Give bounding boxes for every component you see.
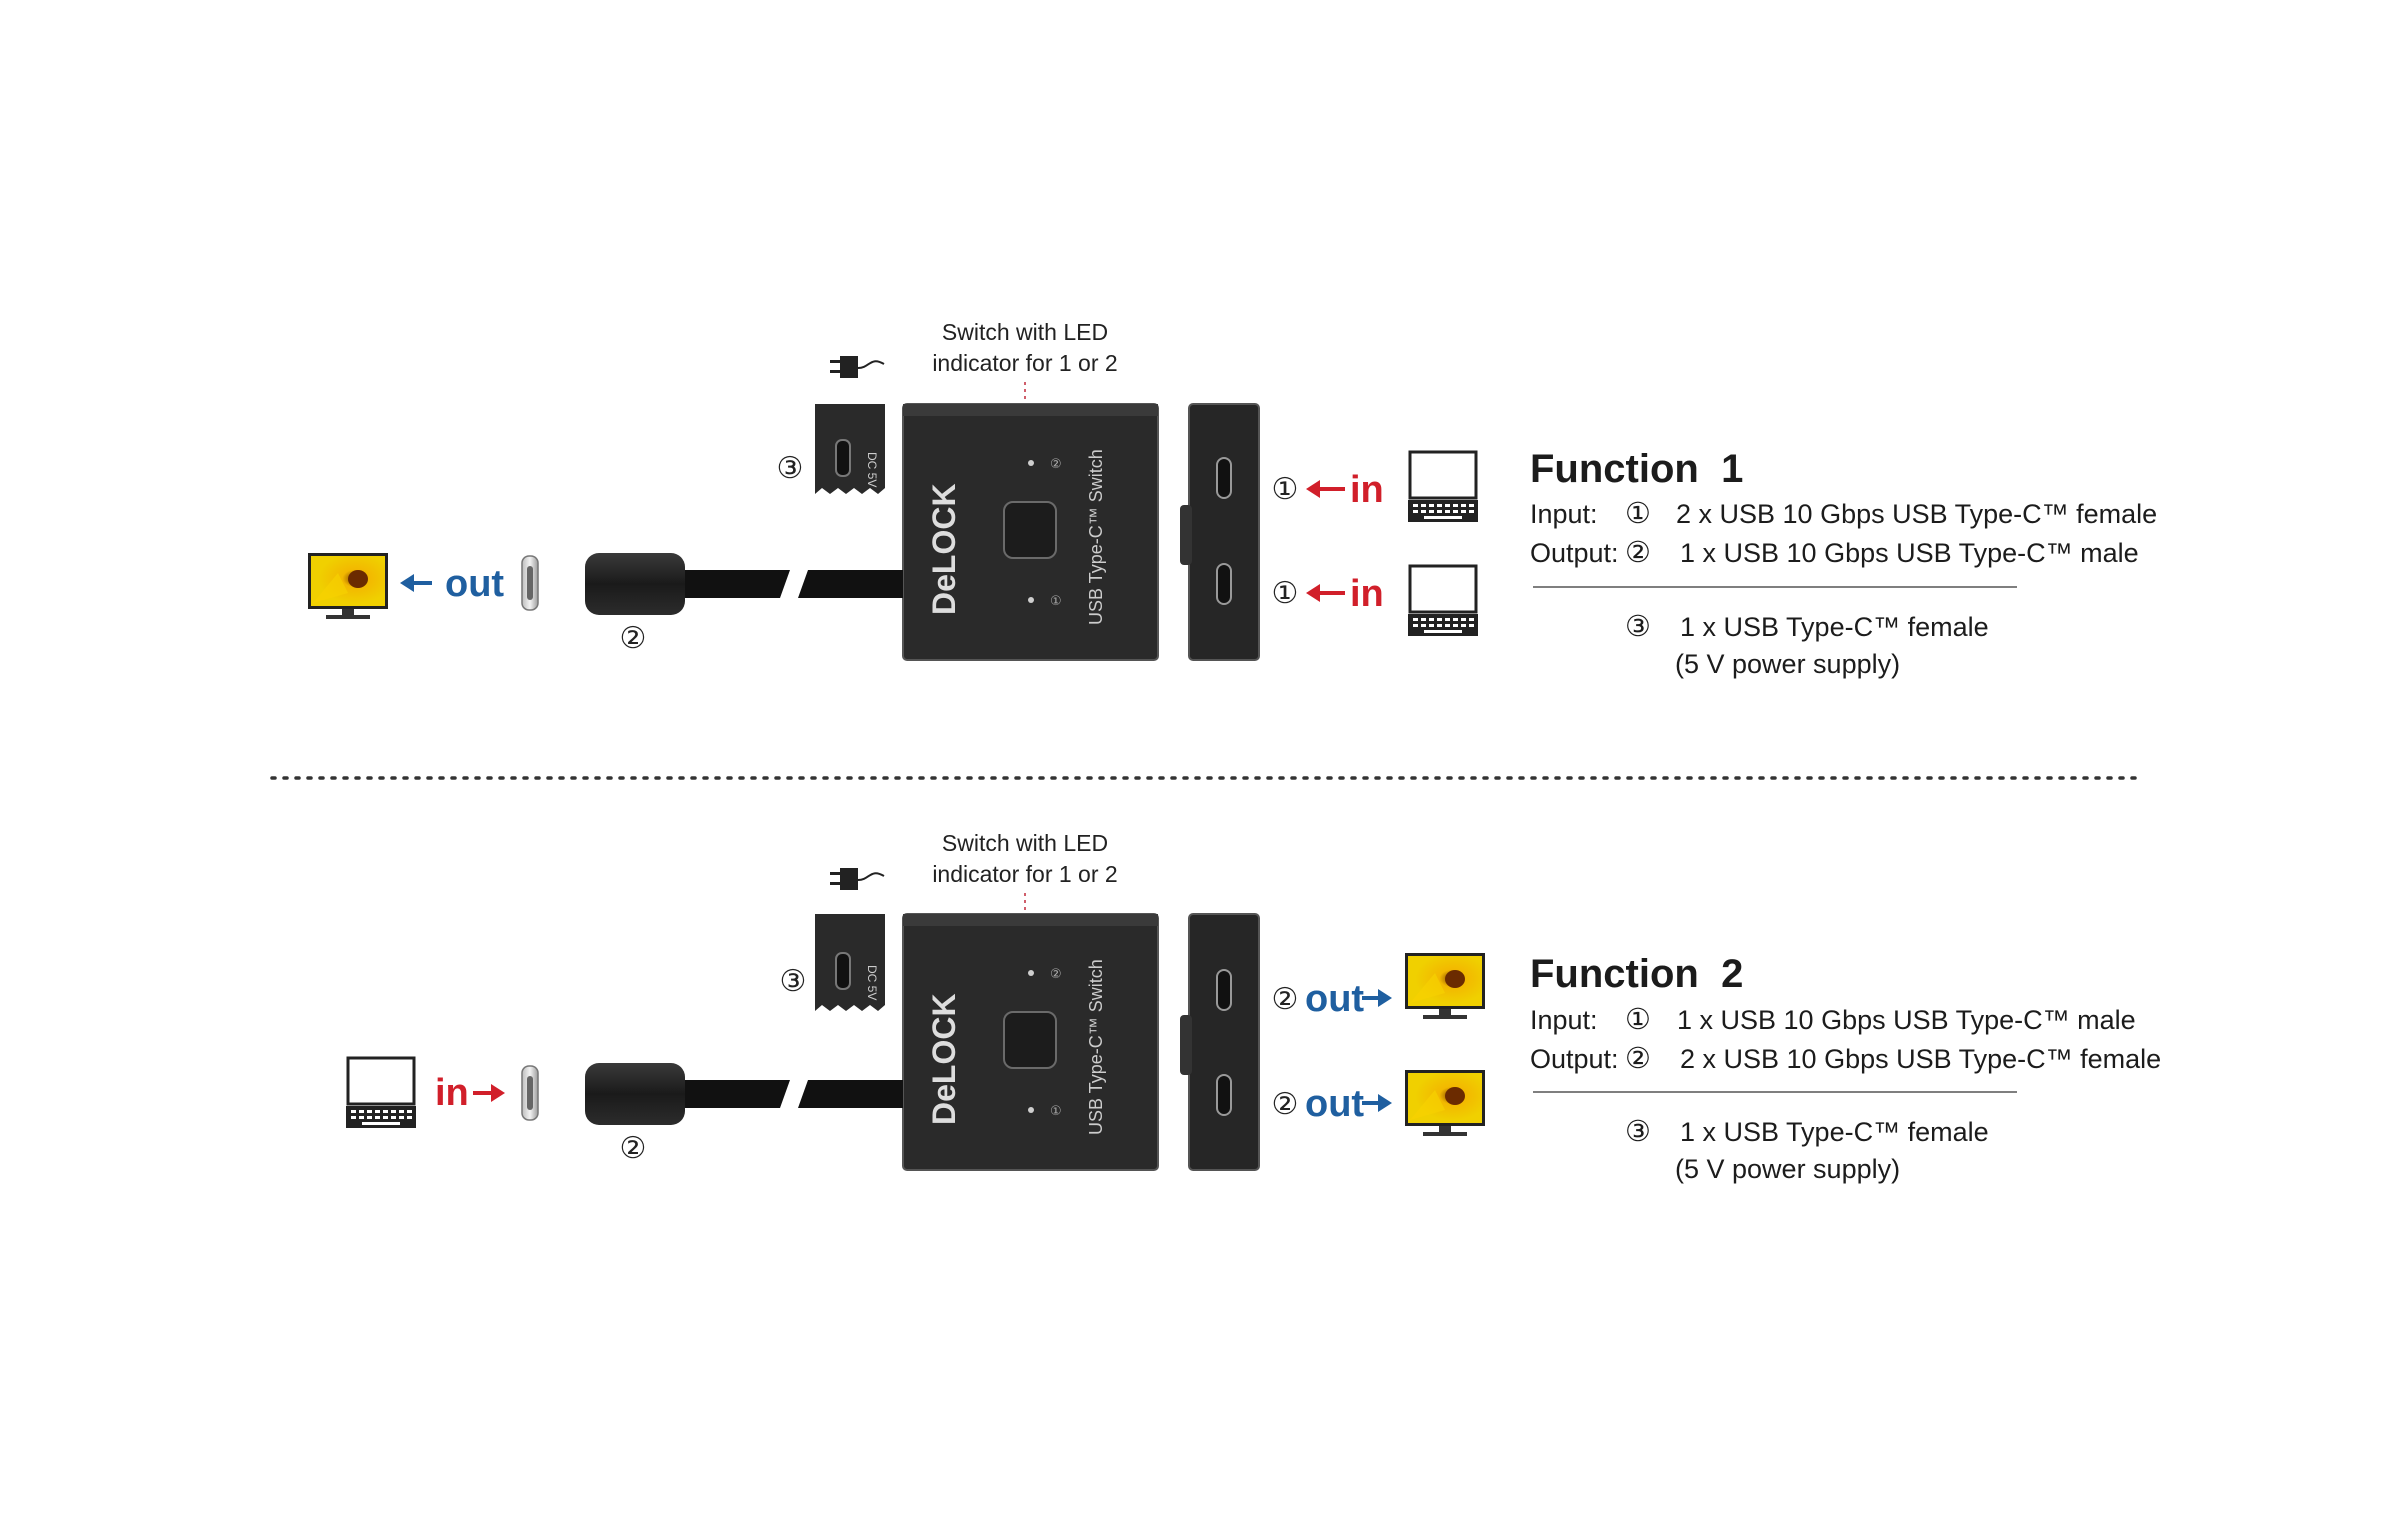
arrow-in-top [1306,480,1345,498]
usb-c-cable [521,1063,903,1125]
arrow-left-out [400,574,432,592]
function1-input-circle: ① [1625,498,1651,530]
circle3-label: ③ [780,965,807,998]
left-out-label: out [445,563,504,605]
switch-button [1003,501,1057,559]
function1-input-value: 2 x USB 10 Gbps USB Type-C™ female [1676,499,2157,529]
brand-logo: DeLOCK [926,483,962,615]
left-in-label: in [435,1072,469,1114]
right-out-label-top: out [1305,978,1364,1020]
right-in-label-bottom: in [1350,573,1384,615]
function2-input-value: 1 x USB 10 Gbps USB Type-C™ male [1677,1005,2136,1035]
function1-output-value: 1 x USB 10 Gbps USB Type-C™ male [1680,538,2139,568]
led-2-number: ② [1050,966,1062,981]
monitor-icon [308,553,388,619]
function1-title: Function 1 [1530,447,1743,491]
dc-power-port-block: DC 5V [815,914,885,1011]
circle2-plug-label: ② [620,622,647,655]
led-label-line1: Switch with LED [942,319,1108,345]
function2-output-label: Output: [1530,1044,1619,1074]
led-2 [1028,970,1034,976]
function2-title: Function 2 [1530,952,1743,996]
brand-logo: DeLOCK [926,993,962,1125]
usb-c-cable [521,553,903,615]
power-adapter-icon [829,355,885,379]
monitor-icon-bottom [1405,1070,1485,1136]
power-adapter-icon [829,867,885,891]
dc-power-port-block: DC 5V [815,404,885,494]
laptop-icon [344,1056,418,1130]
function2-input-label: Input: [1530,1005,1598,1035]
led-1 [1028,597,1034,603]
dual-port-block [1180,403,1260,661]
function1-power-line1: 1 x USB Type-C™ female [1680,612,1989,642]
led-1-number: ① [1050,593,1062,608]
function2-group: Switch with LED indicator for 1 or 2 DC … [344,830,2161,1184]
switch-device: DeLOCK USB Type-C™ Switch ② ① [902,913,1159,1171]
function2-power-circle: ③ [1625,1116,1651,1148]
arrow-in-bottom [1306,584,1345,602]
device-label: USB Type-C™ Switch [1086,449,1106,625]
circle1-label-top: ① [1272,473,1299,506]
function1-output-circle: ② [1625,537,1651,569]
function2-power-line1: 1 x USB Type-C™ female [1680,1117,1989,1147]
led-1 [1028,1107,1034,1113]
function2-output-circle: ② [1625,1043,1651,1075]
function1-power-line2: (5 V power supply) [1675,649,1900,679]
function1-input-label: Input: [1530,499,1598,529]
laptop-icon-top [1406,450,1480,524]
led-2-number: ② [1050,456,1062,471]
arrow-out-bottom [1362,1094,1392,1112]
function2-output-value: 2 x USB 10 Gbps USB Type-C™ female [1680,1044,2161,1074]
dc-label: DC 5V [865,452,879,487]
arrow-out-top [1362,989,1392,1007]
circle2-plug-label: ② [620,1132,647,1165]
function1-power-circle: ③ [1625,611,1651,643]
laptop-icon-bottom [1406,564,1480,638]
led-label-line2: indicator for 1 or 2 [932,861,1117,887]
usb-c-plug [585,553,685,615]
circle3-label: ③ [777,452,804,485]
switch-device: DeLOCK USB Type-C™ Switch ② ① [902,403,1159,661]
dual-port-block [1180,913,1260,1171]
monitor-icon-top [1405,953,1485,1019]
circle1-label-bottom: ① [1272,577,1299,610]
led-label-line1: Switch with LED [942,830,1108,856]
switch-button [1003,1011,1057,1069]
usb-c-plug [585,1063,685,1125]
led-label-line2: indicator for 1 or 2 [932,350,1117,376]
circle2-label-top: ② [1272,983,1299,1016]
function2-power-line2: (5 V power supply) [1675,1154,1900,1184]
function1-output-label: Output: [1530,538,1619,568]
function2-input-circle: ① [1625,1004,1651,1036]
dc-label: DC 5V [865,965,879,1000]
led-1-number: ① [1050,1103,1062,1118]
led-2 [1028,460,1034,466]
device-label: USB Type-C™ Switch [1086,959,1106,1135]
arrow-right-in [473,1084,505,1102]
right-in-label-top: in [1350,469,1384,511]
function1-group: Switch with LED indicator for 1 or 2 DC … [308,319,2157,679]
right-out-label-bottom: out [1305,1083,1364,1125]
circle2-label-bottom: ② [1272,1088,1299,1121]
